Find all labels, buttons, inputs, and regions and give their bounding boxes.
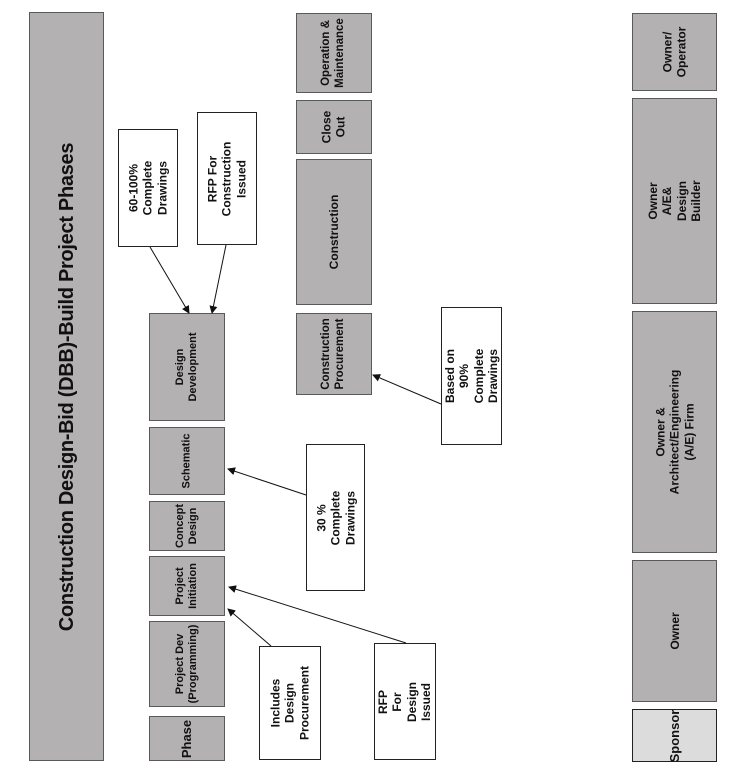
phase-project-dev: Project Dev (Programming) xyxy=(149,621,225,707)
phase-construction: Construction xyxy=(296,159,372,305)
sponsor-owner-ae-label: Owner & Architect/Engineering (A/E) Firm xyxy=(652,369,696,495)
note-based-on-90-text: Based on 90% Complete Drawings xyxy=(442,348,500,404)
arrow-90-to-construction-procurement xyxy=(372,374,442,405)
diagram-title: Construction Design-Bid (DBB)-Build Proj… xyxy=(55,142,78,631)
phase-construction-procurement-label: Construction Procurement xyxy=(320,318,346,390)
phase-construction-label: Construction xyxy=(326,194,341,270)
note-30-complete-text: 30 % Complete Drawings xyxy=(313,490,357,545)
phase-project-initiation: Project Initiation xyxy=(149,556,225,616)
sponsor-owner: Owner xyxy=(632,560,717,702)
note-rfp-design-text: RFP For Design Issued xyxy=(376,681,434,722)
sponsor-owner-operator-label: Owner/ Operator xyxy=(660,26,689,78)
phase-label: Phase xyxy=(179,719,195,758)
phase-design-development-label: Design Development xyxy=(173,332,199,402)
note-includes-design-procurement: Includes Design Procurement xyxy=(259,646,321,760)
note-30-complete: 30 % Complete Drawings xyxy=(306,444,365,591)
sponsor-owner-operator: Owner/ Operator xyxy=(632,13,717,91)
note-based-on-90: Based on 90% Complete Drawings xyxy=(441,307,502,445)
arrow-rfp-design-to-initiation xyxy=(228,585,407,644)
note-60-100-complete-text: 60-100% Complete Drawings xyxy=(126,160,170,216)
phase-project-initiation-label: Project Initiation xyxy=(173,563,199,609)
note-rfp-construction: RFP For Construction Issued xyxy=(197,112,257,245)
sponsor-owner-ae-db: Owner A/E& Design Builder xyxy=(632,98,717,304)
sponsor-label-box: Sponsor xyxy=(632,709,717,762)
sponsor-owner-ae: Owner & Architect/Engineering (A/E) Firm xyxy=(632,311,717,553)
note-rfp-construction-text: RFP For Construction Issued xyxy=(205,141,249,216)
arrow-30-to-schematic xyxy=(227,467,307,496)
sponsor-label: Sponsor xyxy=(666,709,682,762)
phase-operation-maintenance-label: Operation & Maintenance xyxy=(320,18,346,88)
phase-design-development: Design Development xyxy=(149,313,225,421)
note-60-100-complete: 60-100% Complete Drawings xyxy=(118,129,178,247)
arrow-rfp-construction-to-design-dev xyxy=(209,244,227,314)
phase-close-out: Close Out xyxy=(296,100,372,154)
note-rfp-design: RFP For Design Issued xyxy=(374,643,436,760)
sponsor-owner-label: Owner xyxy=(667,612,682,650)
phase-concept-design: Concept Design xyxy=(149,501,225,551)
note-includes-design-procurement-text: Includes Design Procurement xyxy=(268,665,312,741)
sponsor-owner-ae-db-label: Owner A/E& Design Builder xyxy=(645,180,703,222)
phase-concept-design-label: Concept Design xyxy=(173,504,199,548)
phase-close-out-label: Close Out xyxy=(319,110,348,144)
arrow-includes-to-initiation xyxy=(227,608,272,647)
phase-schematic-label: Schematic xyxy=(180,433,193,489)
arrow-60-100-to-design-dev xyxy=(149,246,190,314)
phase-project-dev-label: Project Dev (Programming) xyxy=(173,624,199,704)
phase-operation-maintenance: Operation & Maintenance xyxy=(296,13,372,93)
phase-construction-procurement: Construction Procurement xyxy=(296,313,372,395)
title-banner: Construction Design-Bid (DBB)-Build Proj… xyxy=(29,12,104,761)
phase-schematic: Schematic xyxy=(149,427,225,495)
phase-label-box: Phase xyxy=(149,716,225,761)
